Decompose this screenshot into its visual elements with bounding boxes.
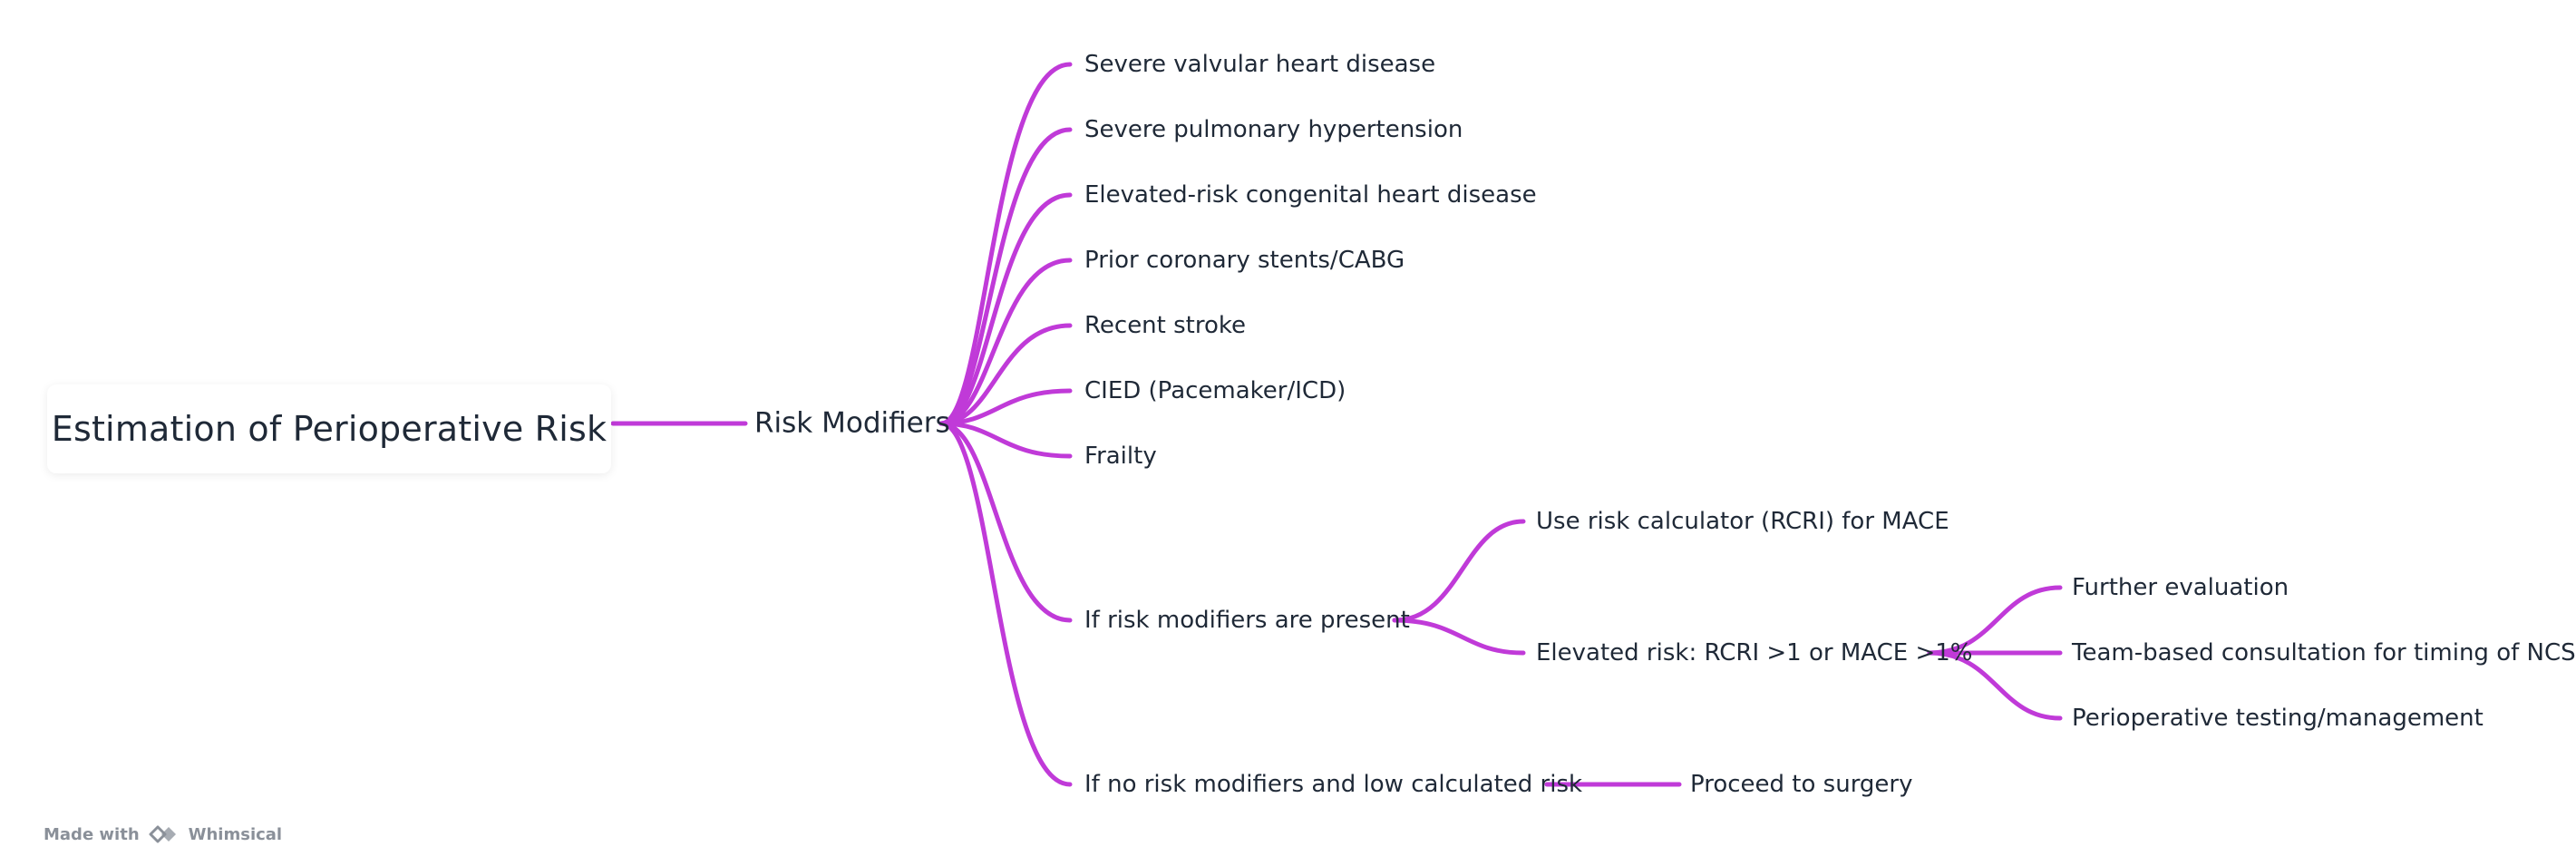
connector-to-present-branch <box>938 421 1073 623</box>
root-node[interactable]: Estimation of Perioperative Risk <box>47 384 611 473</box>
present-branch-node[interactable]: If risk modifiers are present <box>1084 607 1410 634</box>
modifier-node[interactable]: Recent stroke <box>1084 312 1247 339</box>
made-with-footer[interactable]: Made with Whimsical <box>44 823 282 845</box>
further-evaluation-node[interactable]: Further evaluation <box>2072 574 2289 601</box>
connector-to-congenital-heart <box>938 192 1073 426</box>
modifier-node[interactable]: Frailty <box>1084 443 1157 470</box>
brand-name: Whimsical <box>188 824 283 844</box>
connector-to-recent-stroke <box>938 323 1073 426</box>
absent-branch-node[interactable]: If no risk modifiers and low calculated … <box>1084 771 1583 798</box>
root-node-label: Estimation of Perioperative Risk <box>51 409 608 449</box>
whimsical-logo-icon <box>149 823 180 845</box>
connector-to-severe-valvular <box>938 62 1073 426</box>
made-with-label: Made with <box>44 824 140 844</box>
team-consultation-node[interactable]: Team-based consultation for timing of NC… <box>2072 639 2576 667</box>
connector-to-frailty <box>938 421 1073 459</box>
modifier-node[interactable]: Severe valvular heart disease <box>1084 51 1436 78</box>
proceed-node[interactable]: Proceed to surgery <box>1690 771 1913 798</box>
connector-to-calculator <box>1392 519 1526 623</box>
modifier-node[interactable]: Severe pulmonary hypertension <box>1084 116 1463 143</box>
perioperative-testing-node[interactable]: Perioperative testing/management <box>2072 705 2484 732</box>
elevated-risk-node[interactable]: Elevated risk: RCRI >1 or MACE >1% <box>1536 639 1973 667</box>
calculator-node[interactable]: Use risk calculator (RCRI) for MACE <box>1536 508 1949 535</box>
connector-to-cied <box>938 388 1073 426</box>
connector-to-elevated <box>1392 618 1526 656</box>
connector-to-perioperative-testing <box>1927 650 2063 721</box>
connector-to-further-evaluation <box>1927 585 2063 656</box>
connector-to-absent-branch <box>938 421 1073 787</box>
connector-to-coronary-stents <box>938 258 1073 426</box>
risk-modifiers-node[interactable]: Risk Modifiers <box>754 406 950 440</box>
modifier-node[interactable]: CIED (Pacemaker/ICD) <box>1084 377 1346 404</box>
modifier-node[interactable]: Elevated-risk congenital heart disease <box>1084 181 1537 209</box>
connector-to-pulmonary-hypertension <box>938 127 1073 426</box>
modifier-node[interactable]: Prior coronary stents/CABG <box>1084 247 1405 274</box>
